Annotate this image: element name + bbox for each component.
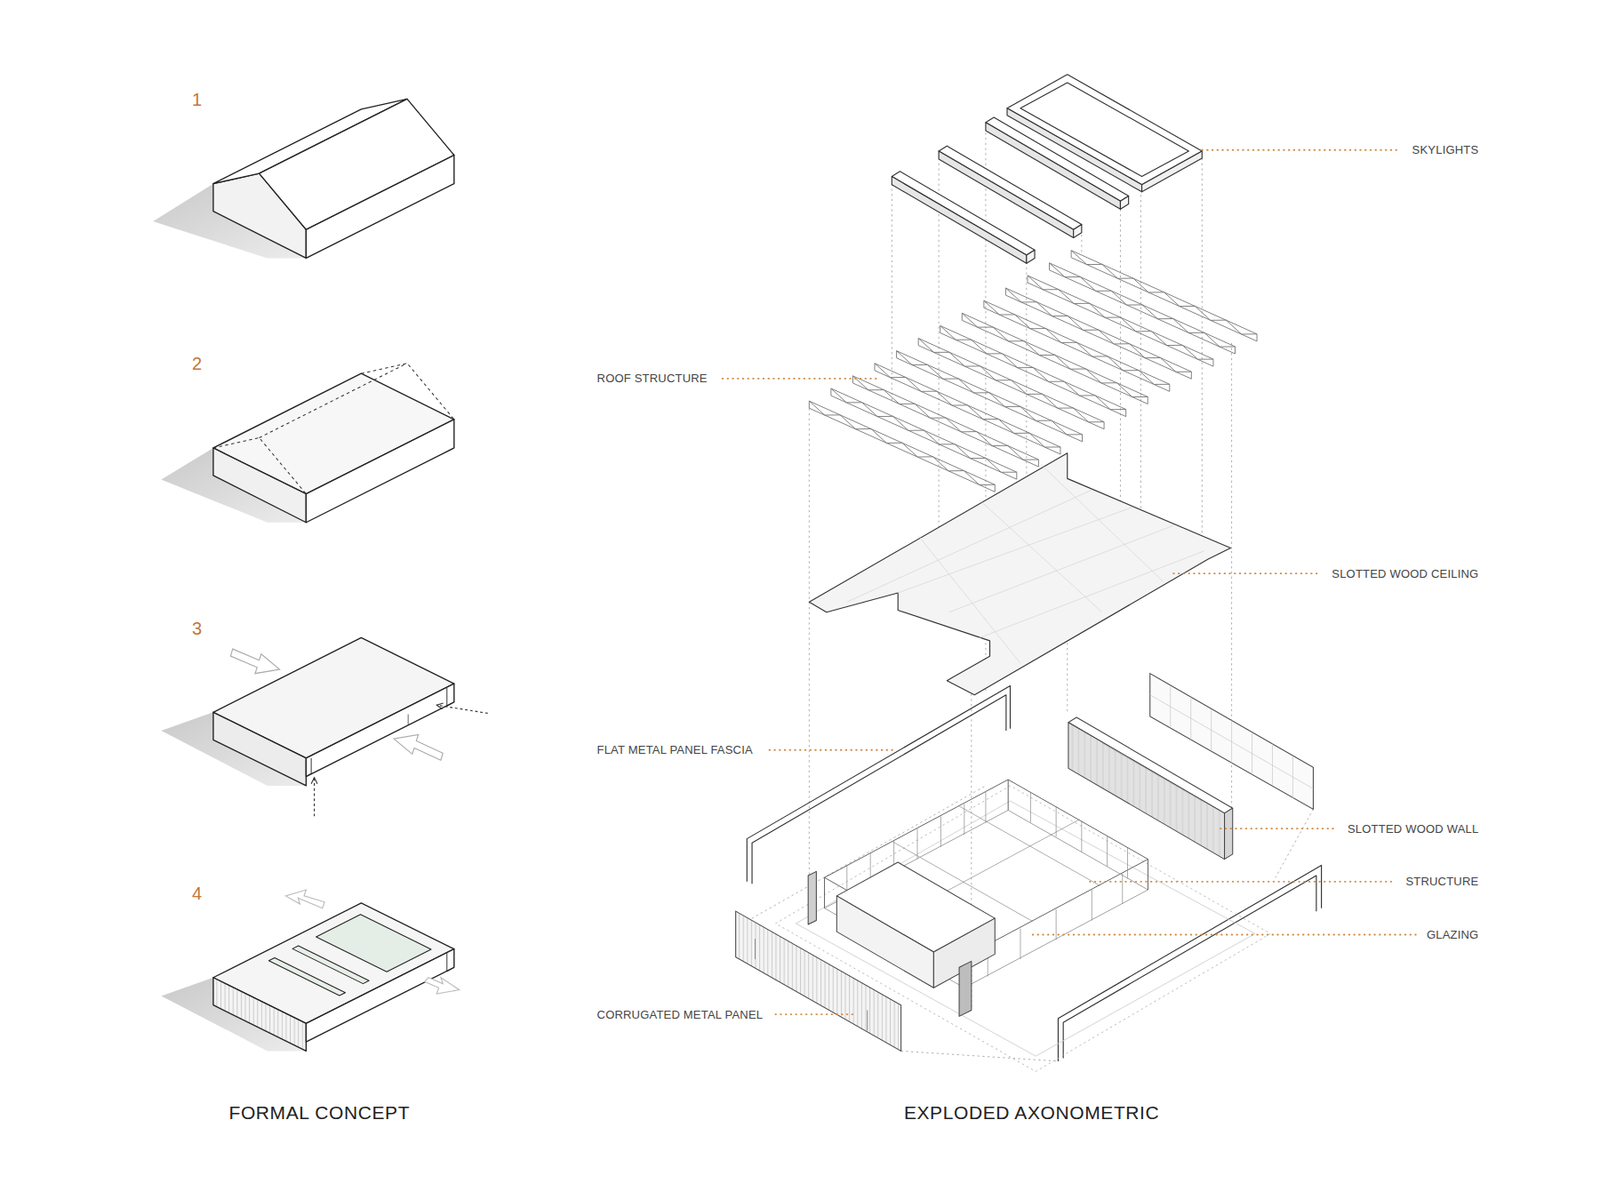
part-label: FLAT METAL PANEL FASCIA	[597, 743, 753, 757]
part-label: SLOTTED WOOD CEILING	[1331, 567, 1479, 581]
part-label: GLAZING	[1426, 928, 1479, 942]
part-label: CORRUGATED METAL PANEL	[597, 1008, 764, 1022]
part-label: STRUCTURE	[1405, 874, 1479, 888]
panel-caption: EXPLODED AXONOMETRIC	[904, 1102, 1160, 1124]
part-label: SKYLIGHTS	[1412, 143, 1480, 157]
step-number: 1	[192, 89, 202, 111]
part-label: ROOF STRUCTURE	[597, 371, 708, 385]
step-number: 3	[192, 618, 202, 640]
step-number: 2	[192, 353, 202, 375]
panel-caption: FORMAL CONCEPT	[228, 1102, 410, 1124]
step-number: 4	[192, 883, 202, 904]
part-label: SLOTTED WOOD WALL	[1347, 822, 1479, 836]
